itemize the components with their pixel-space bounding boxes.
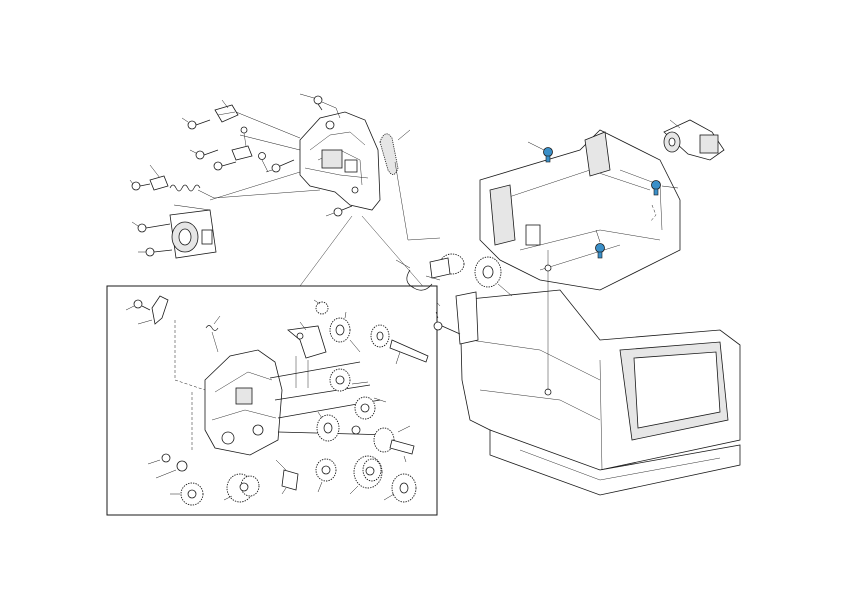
inset-gear-assembly — [106, 285, 438, 516]
inset-gear-1 — [315, 301, 329, 315]
inset-gear-12 — [391, 473, 417, 503]
inset-bracket — [287, 325, 327, 359]
inset-gear-2 — [329, 317, 351, 343]
large-gear — [474, 256, 513, 297]
inset-screw-1 — [133, 299, 151, 311]
screw-left-2 — [195, 149, 219, 160]
inset-gear-3 — [370, 324, 390, 348]
blue-screw-3 — [595, 229, 605, 259]
inset-ring — [351, 425, 361, 435]
inset-gear-6 — [316, 414, 340, 442]
inset-lever — [151, 295, 169, 325]
clip-part — [149, 175, 169, 191]
spring — [169, 184, 201, 192]
motor-leader — [669, 119, 681, 129]
inset-shaft — [389, 339, 429, 363]
screw-right-1 — [333, 205, 353, 217]
inset-pinion — [281, 469, 299, 491]
inset-ring-2 — [176, 460, 188, 472]
bushing — [433, 311, 461, 335]
inset-gear-9 — [226, 473, 260, 503]
linkage-parts — [213, 126, 266, 171]
inset-spring — [205, 325, 219, 331]
drive-motor — [663, 119, 725, 161]
inset-gear-8 — [180, 482, 204, 506]
screw-left-5 — [137, 223, 171, 233]
inset-screw-2 — [161, 453, 171, 463]
mid-gear-unit — [395, 253, 465, 291]
screw-left-6 — [145, 247, 173, 257]
switch-bracket — [214, 104, 239, 123]
solenoid-unit — [169, 209, 217, 259]
blue-screw-1 — [527, 141, 553, 163]
inset-gear-10 — [315, 458, 337, 482]
timing-belt — [379, 129, 441, 241]
inset-gear-4 — [329, 368, 351, 392]
upper-drive-assembly — [129, 93, 381, 259]
blue-screw-2 — [651, 180, 679, 196]
screw-left-3 — [271, 159, 295, 173]
inset-gear-7 — [373, 427, 415, 455]
inset-gear-5 — [354, 396, 376, 420]
printer-main-frame — [455, 129, 741, 496]
screw-left-4 — [131, 181, 151, 191]
inset-gear-11 — [353, 455, 383, 489]
zoom-line-1 — [299, 215, 353, 287]
screw-top-1 — [313, 95, 323, 111]
screw-left-1 — [187, 119, 211, 130]
